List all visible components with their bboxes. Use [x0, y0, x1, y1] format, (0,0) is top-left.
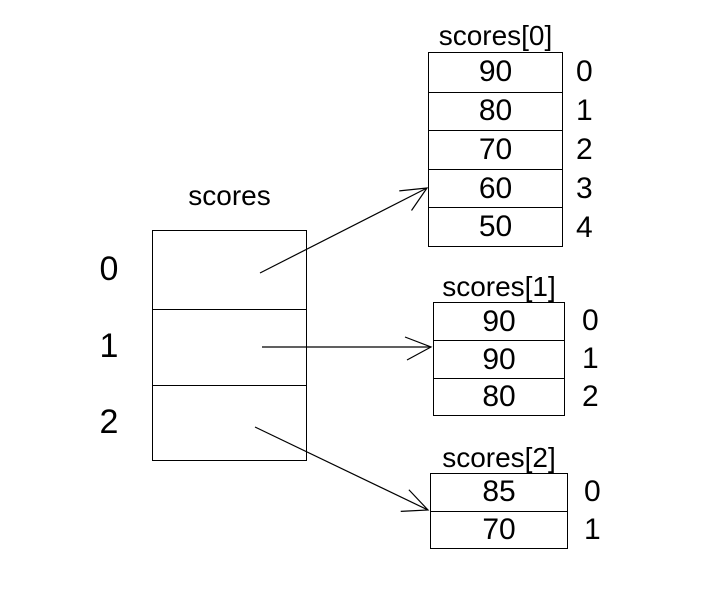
main-array-index-1: 1	[99, 326, 119, 365]
sub-array-2-cell-0: 85	[482, 475, 516, 509]
sub-array-2-cell-1: 70	[431, 510, 567, 548]
sub-array-2-index-0: 0	[584, 475, 601, 508]
sub-array-1-index-0: 0	[582, 304, 599, 337]
sub-array-1-table: 90 90 80	[433, 302, 565, 416]
main-array-box	[152, 230, 307, 461]
sub-array-0-cell-3: 60	[429, 168, 562, 208]
sub-array-0-index-0: 0	[576, 54, 593, 88]
sub-array-0-cell-0: 90	[478, 55, 513, 89]
sub-array-0-cell-4: 50	[429, 207, 562, 246]
sub-array-0-index-2: 2	[576, 132, 593, 166]
sub-array-1-cell-2: 80	[434, 377, 564, 415]
sub-array-2-index-1: 1	[584, 513, 601, 546]
sub-array-2-index-column: 0 1	[584, 473, 614, 549]
sub-array-0-table: 90 80 70 60 50	[428, 52, 563, 247]
main-array-slot-0	[153, 231, 306, 309]
sub-array-0-cell-2: 70	[429, 130, 562, 169]
sub-array-0-index-4: 4	[576, 210, 593, 244]
main-array-slot-1	[153, 309, 306, 385]
sub-array-0-index-column: 0 1 2 3 4	[576, 52, 606, 247]
sub-array-2-table: 85 70	[430, 473, 568, 549]
sub-array-0-cell-1: 80	[429, 91, 562, 131]
sub-array-0-index-1: 1	[576, 93, 593, 127]
sub-array-1-cell-0: 90	[482, 304, 516, 338]
sub-array-2-title: scores[2]	[442, 442, 556, 473]
sub-array-0-title: scores[0]	[438, 20, 553, 51]
sub-array-1-index-1: 1	[582, 342, 599, 375]
main-array-slot-2	[153, 385, 306, 460]
sub-array-1-title: scores[1]	[442, 271, 556, 302]
main-array-index-column: 0 1 2	[92, 230, 126, 461]
sub-array-0-index-3: 3	[576, 171, 593, 205]
sub-array-1-cell-1: 90	[434, 340, 564, 377]
sub-array-1-index-column: 0 1 2	[582, 302, 612, 416]
main-array-title: scores	[188, 180, 271, 211]
main-array-index-0: 0	[99, 249, 119, 288]
sub-array-1-index-2: 2	[582, 380, 599, 413]
main-array-index-2: 2	[99, 403, 119, 441]
